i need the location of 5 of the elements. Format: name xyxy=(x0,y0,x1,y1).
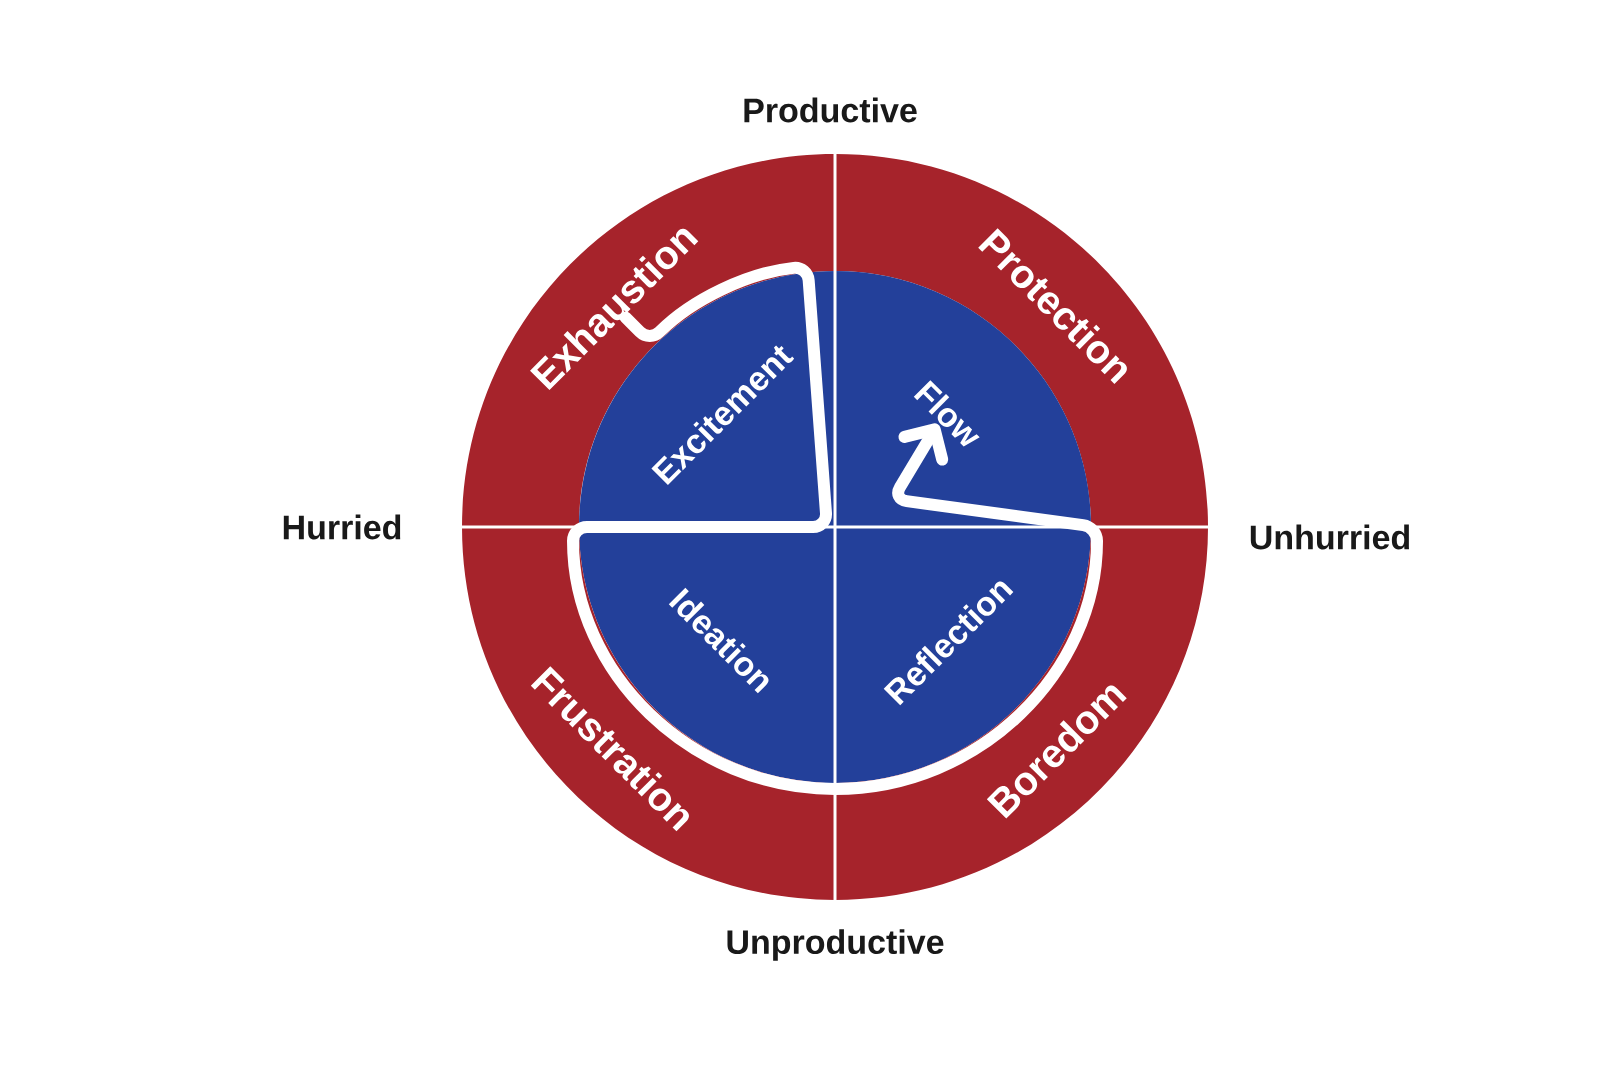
axis-label: Productive xyxy=(744,97,917,123)
curved-arrow xyxy=(567,261,1103,795)
axis-label: Unhurried xyxy=(1250,524,1409,550)
axis-label: Hurried xyxy=(283,514,401,540)
axis-label: Unproductive xyxy=(727,929,944,961)
